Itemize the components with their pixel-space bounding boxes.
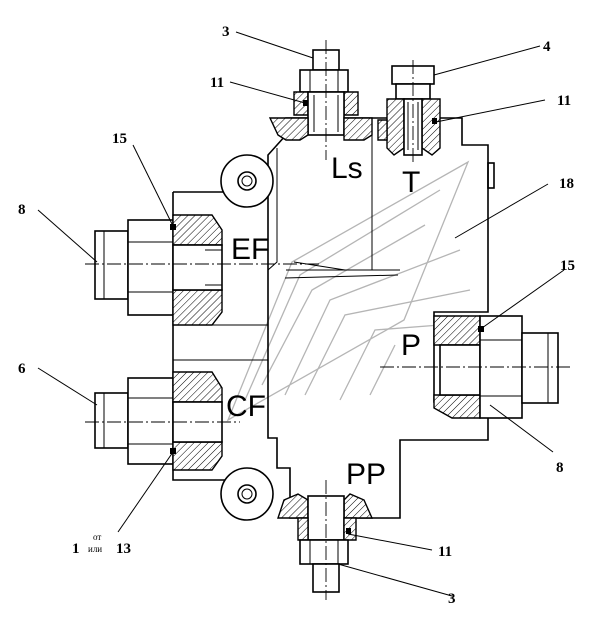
- fitting-cf-left: [85, 371, 240, 471]
- valve-housing: [267, 117, 495, 519]
- callout-ili-label: или: [88, 544, 102, 554]
- callout-11-top-right: 11: [557, 93, 571, 109]
- callout-15-left: 15: [112, 131, 127, 147]
- fitting-ef-left: [85, 214, 320, 326]
- port-label-t: T: [402, 166, 420, 199]
- port-label-p: P: [401, 329, 421, 362]
- leader-lines: [37, 31, 565, 597]
- callout-11-bottom: 11: [438, 544, 452, 560]
- callout-3-top: 3: [222, 24, 230, 40]
- callout-8-right: 8: [556, 460, 564, 476]
- port-labels: Ls T EF P CF PP: [226, 152, 421, 491]
- port-label-ls: Ls: [331, 152, 363, 185]
- callout-numbers: 3 11 4 11 15 18 8 15 6 8 1 от или 13 11 …: [18, 24, 575, 607]
- callout-13: 13: [116, 541, 131, 557]
- port-label-pp: PP: [346, 458, 386, 491]
- mounting-lug-top: [220, 154, 274, 208]
- callout-or-label: от: [93, 532, 101, 542]
- fitting-p-right: [380, 315, 570, 419]
- fitting-t-top: [377, 60, 441, 165]
- callout-11-top-left: 11: [210, 75, 224, 91]
- port-label-cf: CF: [226, 390, 266, 423]
- port-label-ef: EF: [231, 233, 269, 266]
- mounting-lug-bottom: [220, 467, 274, 521]
- callout-3-bottom: 3: [448, 591, 456, 607]
- fitting-pp-bottom: [277, 480, 374, 600]
- fitting-ls-top: [268, 40, 373, 160]
- callout-18: 18: [559, 176, 574, 192]
- callout-15-right: 15: [560, 258, 575, 274]
- watermark-logo: [226, 160, 471, 422]
- callout-1: 1: [72, 541, 80, 557]
- callout-8-left: 8: [18, 202, 26, 218]
- callout-6: 6: [18, 361, 26, 377]
- callout-4: 4: [543, 39, 551, 55]
